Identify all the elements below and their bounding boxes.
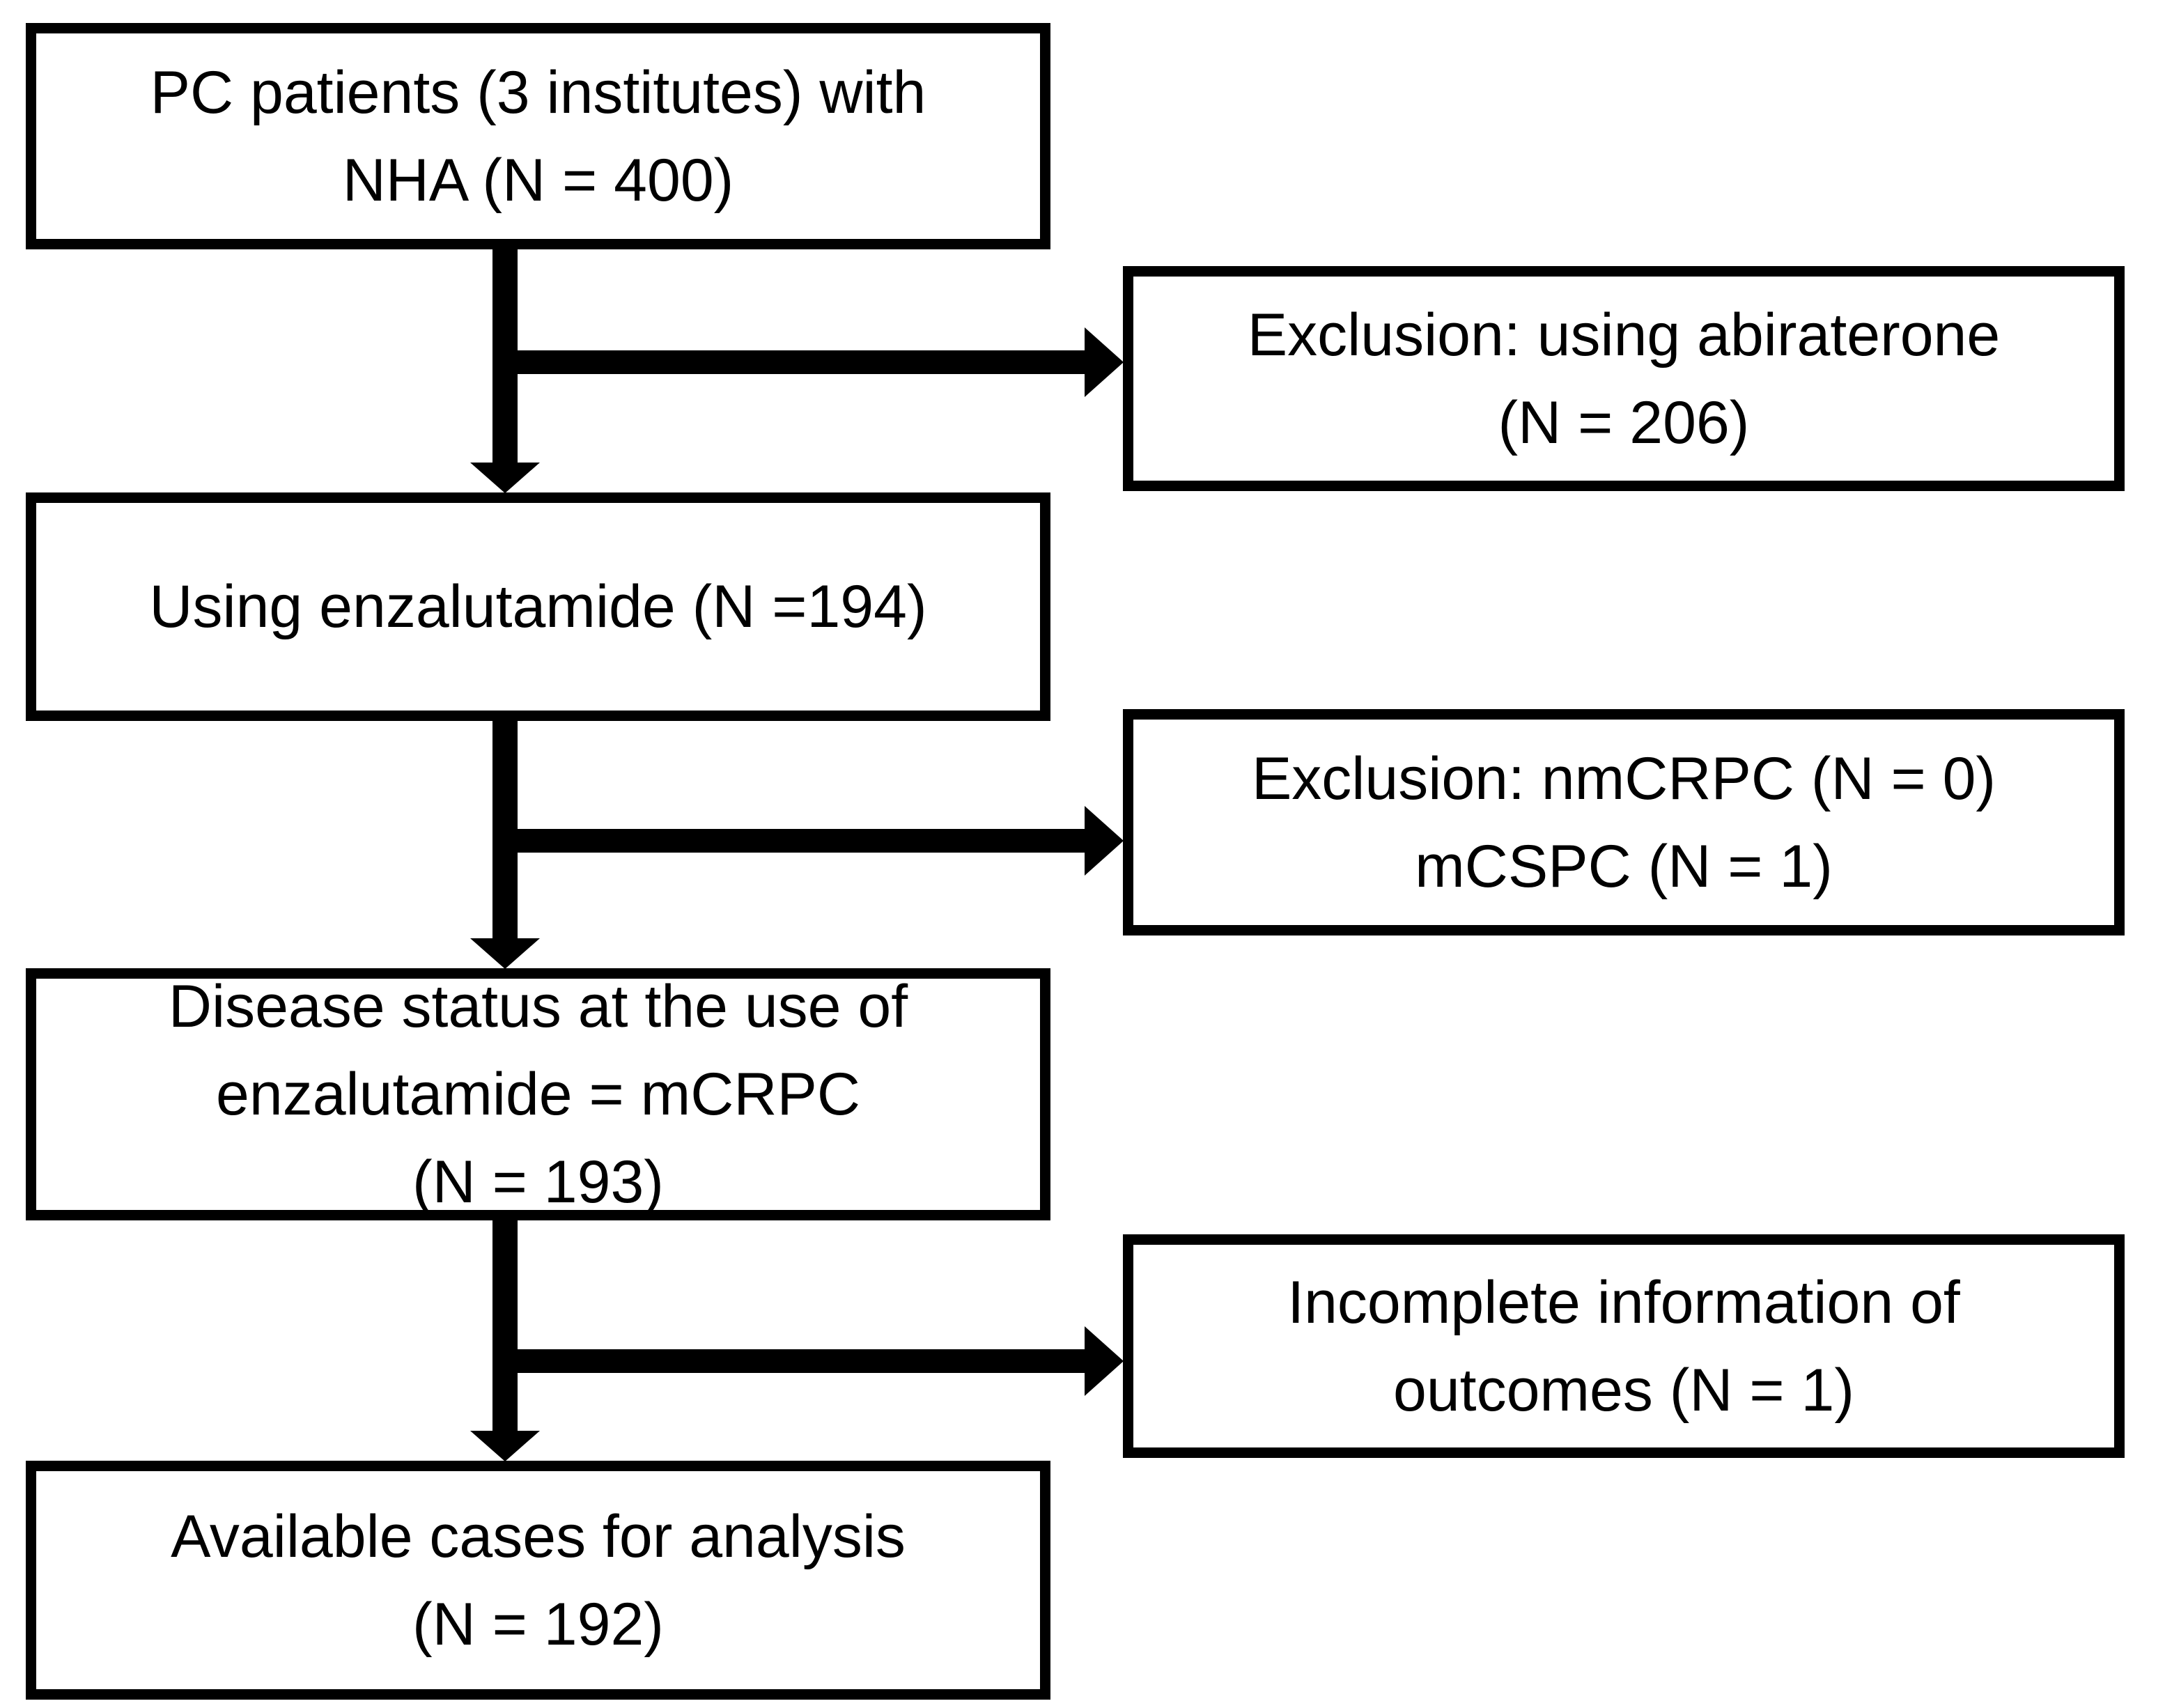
flow-box-pc-patients-text: PC patients (3 institutes) with NHA (N =… <box>150 59 926 214</box>
flow-box-using-enzalutamide-text: Using enzalutamide (N =194) <box>149 573 927 640</box>
flow-box-exclusion-nmcrpc-text: Exclusion: nmCRPC (N = 0) mCSPC (N = 1) <box>1251 745 1996 900</box>
arrow-branch-incomplete-information-head-icon <box>1085 1326 1124 1396</box>
arrow-disease-status-to-available-line <box>492 1216 518 1431</box>
flow-box-exclusion-abiraterone: Exclusion: using abiraterone (N = 206) <box>1123 266 2125 491</box>
arrow-enzalutamide-to-disease-status-line <box>492 716 518 939</box>
flow-box-available-cases: Available cases for analysis (N = 192) <box>26 1461 1050 1700</box>
arrow-branch-exclusion-abiraterone-line <box>505 350 1085 374</box>
arrow-branch-incomplete-information-line <box>505 1349 1085 1373</box>
arrow-disease-status-to-available-head-icon <box>470 1431 540 1461</box>
flow-box-incomplete-information: Incomplete information of outcomes (N = … <box>1123 1234 2125 1458</box>
arrow-branch-exclusion-nmcrpc-line <box>505 829 1085 853</box>
arrow-enzalutamide-to-disease-status-head-icon <box>470 938 540 969</box>
flow-box-disease-status: Disease status at the use of enzalutamid… <box>26 968 1050 1220</box>
flow-box-pc-patients: PC patients (3 institutes) with NHA (N =… <box>26 23 1050 249</box>
flow-box-available-cases-text: Available cases for analysis (N = 192) <box>171 1503 906 1658</box>
arrow-pc-to-enzalutamide-head-icon <box>470 463 540 493</box>
flow-box-exclusion-nmcrpc: Exclusion: nmCRPC (N = 0) mCSPC (N = 1) <box>1123 709 2125 935</box>
flow-box-exclusion-abiraterone-text: Exclusion: using abiraterone (N = 206) <box>1247 301 2001 456</box>
flow-box-disease-status-text: Disease status at the use of enzalutamid… <box>168 973 908 1216</box>
flow-box-incomplete-information-text: Incomplete information of outcomes (N = … <box>1287 1268 1960 1424</box>
flow-box-using-enzalutamide: Using enzalutamide (N =194) <box>26 492 1050 721</box>
arrow-branch-exclusion-nmcrpc-head-icon <box>1085 806 1124 876</box>
arrow-branch-exclusion-abiraterone-head-icon <box>1085 327 1124 397</box>
